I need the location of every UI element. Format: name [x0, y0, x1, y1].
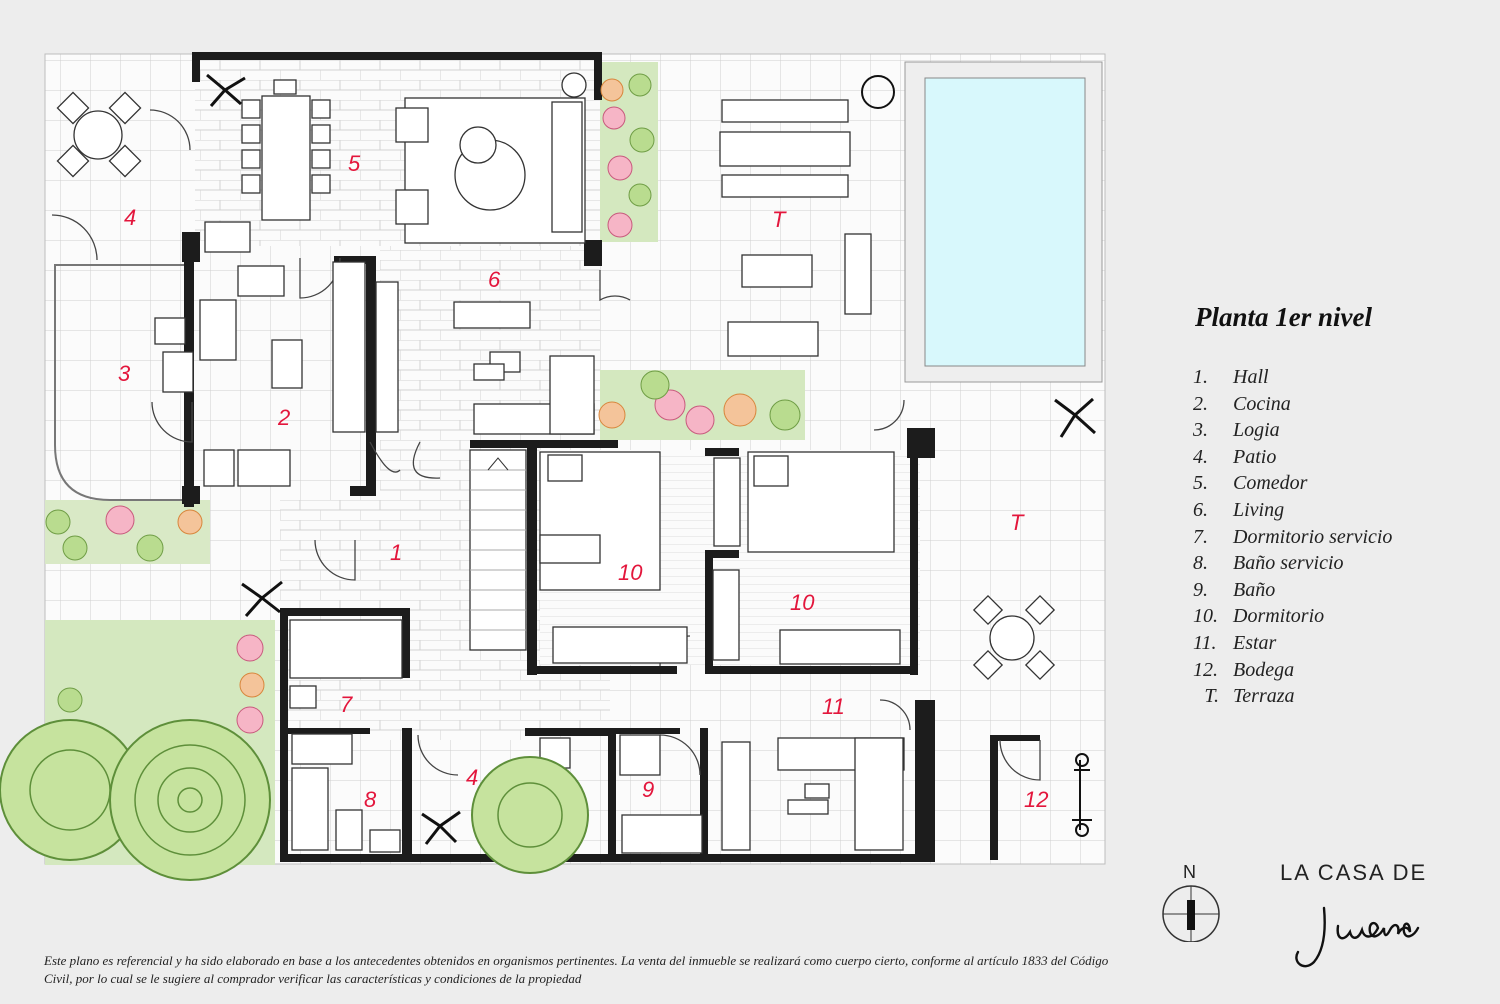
room-label-dorm-servicio: 7 [340, 692, 353, 717]
doors [51, 109, 1041, 781]
logia-outline [54, 264, 191, 501]
legend-item: 8. Baño servicio [1193, 552, 1392, 579]
legend-item-label: Baño servicio [1233, 552, 1344, 575]
legend-item-number: 12. [1193, 658, 1218, 681]
legend-item: T. Terraza [1193, 685, 1392, 712]
pool [904, 61, 1103, 383]
compass-rose-icon [1162, 885, 1220, 942]
legend-item-label: Patio [1233, 445, 1277, 468]
room-label-patio-bottom: 4 [466, 765, 478, 790]
room-label-terraza-top: T [772, 207, 787, 232]
brand-logo: LA CASA DE [1280, 860, 1480, 980]
legend-item-label: Estar [1233, 631, 1277, 654]
legend-item: 1. Hall [1193, 366, 1392, 393]
brand-top-text: LA CASA DE [1280, 860, 1428, 885]
legend-item-label: Logia [1233, 419, 1280, 442]
room-labels: 1 2 3 4 4 5 6 7 8 9 10 10 11 12 T T [118, 151, 1048, 812]
plants [0, 73, 1097, 881]
room-label-estar: 11 [822, 694, 845, 719]
legend-item: 7. Dormitorio servicio [1193, 526, 1392, 553]
legend-item-label: Comedor [1233, 472, 1308, 495]
legend-item: 12. Bodega [1193, 659, 1392, 686]
legend-item: 5. Comedor [1193, 472, 1392, 499]
legend-item-number: T. [1204, 685, 1219, 708]
legend-list: 1. Hall 2. Cocina 3. Logia 4. Patio 5. Comedor 6. L… [1193, 366, 1392, 712]
room-label-patio-top: 4 [124, 205, 136, 230]
room-label-comedor: 5 [348, 151, 361, 176]
legend-item: 11. Estar [1193, 632, 1392, 659]
room-label-bano-servicio: 8 [364, 787, 377, 812]
legend-item-label: Dormitorio servicio [1233, 525, 1393, 548]
legend-title: Planta 1er nivel [1195, 302, 1372, 332]
bicycle-icon [1072, 753, 1092, 837]
legend-item-label: Hall [1233, 366, 1269, 388]
room-label-cocina: 2 [277, 405, 290, 430]
legend-item: 10. Dormitorio [1193, 605, 1392, 632]
compass: N [1153, 862, 1229, 942]
legend-item-label: Cocina [1233, 392, 1291, 415]
legend-item-number: 5. [1193, 472, 1208, 495]
room-label-bano: 9 [642, 777, 654, 802]
legend-item-label: Bodega [1233, 658, 1295, 681]
room-label-logia: 3 [118, 361, 131, 386]
legend-item: 3. Logia [1193, 419, 1392, 446]
brand-script-logo [1295, 906, 1420, 968]
legend-item: 6. Living [1193, 499, 1392, 526]
legend-item-number: 8. [1193, 552, 1208, 575]
room-label-living: 6 [488, 267, 501, 292]
room-label-dorm-a: 10 [618, 560, 643, 585]
legend-item-number: 2. [1193, 392, 1208, 415]
room-label-dorm-b: 10 [790, 590, 815, 615]
legend-item: 2. Cocina [1193, 393, 1392, 420]
legend-item-label: Dormitorio [1233, 605, 1325, 628]
legend-item: 9. Baño [1193, 579, 1392, 606]
legend-item-number: 7. [1193, 525, 1208, 548]
legend-item-number: 6. [1193, 498, 1208, 521]
disclaimer-text: Este plano es referencial y ha sido elab… [44, 953, 1109, 986]
legend-item-number: 10. [1193, 605, 1218, 628]
legend-item-label: Living [1233, 498, 1285, 521]
legend-item-number: 4. [1193, 445, 1208, 468]
legend-item: 4. Patio [1193, 446, 1392, 473]
legend-item-label: Terraza [1233, 685, 1295, 708]
room-label-terraza-right: T [1010, 510, 1025, 535]
legend-item-number: 3. [1193, 419, 1208, 442]
north-label: N [1183, 862, 1196, 882]
room-label-hall: 1 [390, 540, 402, 565]
furniture [56, 72, 1056, 854]
legend-item-label: Baño [1233, 578, 1276, 601]
room-label-bodega: 12 [1024, 787, 1048, 812]
legend-item-number: 11. [1193, 631, 1217, 654]
stairs [470, 457, 526, 631]
legend-item-number: 1. [1193, 366, 1208, 388]
legend-item-number: 9. [1193, 578, 1208, 601]
